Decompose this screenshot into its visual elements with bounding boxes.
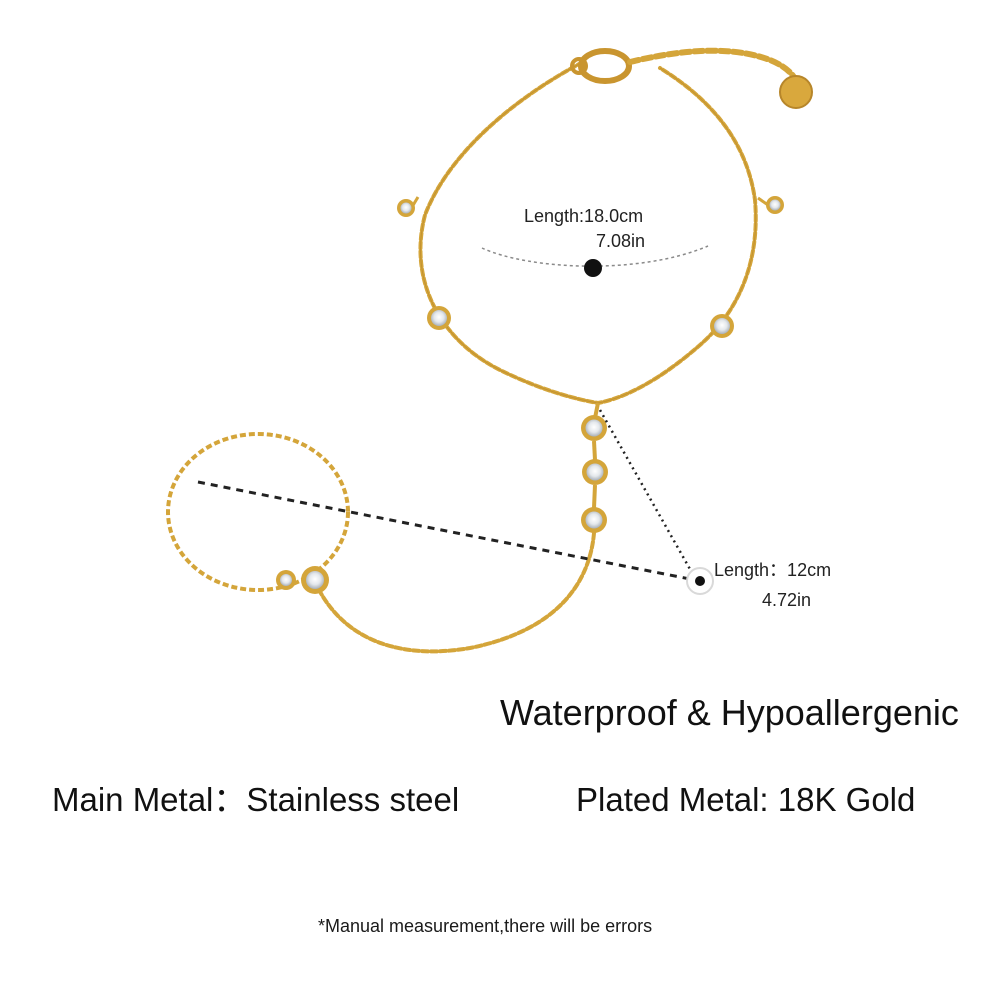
bracelet-length-inches: 7.08in: [596, 231, 646, 251]
plated-metal-text: Plated Metal: 18K Gold: [576, 781, 916, 818]
waterproof-feature-text: Waterproof & Hypoallergenic: [500, 692, 959, 733]
measurement-disclaimer: *Manual measurement,there will be errors: [318, 916, 653, 936]
bracelet-measure-dot: [584, 259, 602, 277]
lobster-clasp: [570, 48, 632, 84]
extension-chain: [627, 47, 801, 88]
drop-length-label: Length：12cm: [714, 560, 832, 580]
drop-length-inches: 4.72in: [762, 590, 812, 610]
finger-ring: [166, 432, 350, 592]
diagonal-measure-line: [598, 409, 697, 579]
main-metal-text: Main Metal：Stainless steel: [52, 781, 460, 818]
charm-tag: [779, 75, 813, 109]
drop-measure-line: [197, 480, 696, 582]
hand-chain: [316, 531, 596, 654]
drop-measure-dot: [695, 576, 705, 586]
bracelet-length-label: Length:18.0cm: [524, 206, 644, 226]
